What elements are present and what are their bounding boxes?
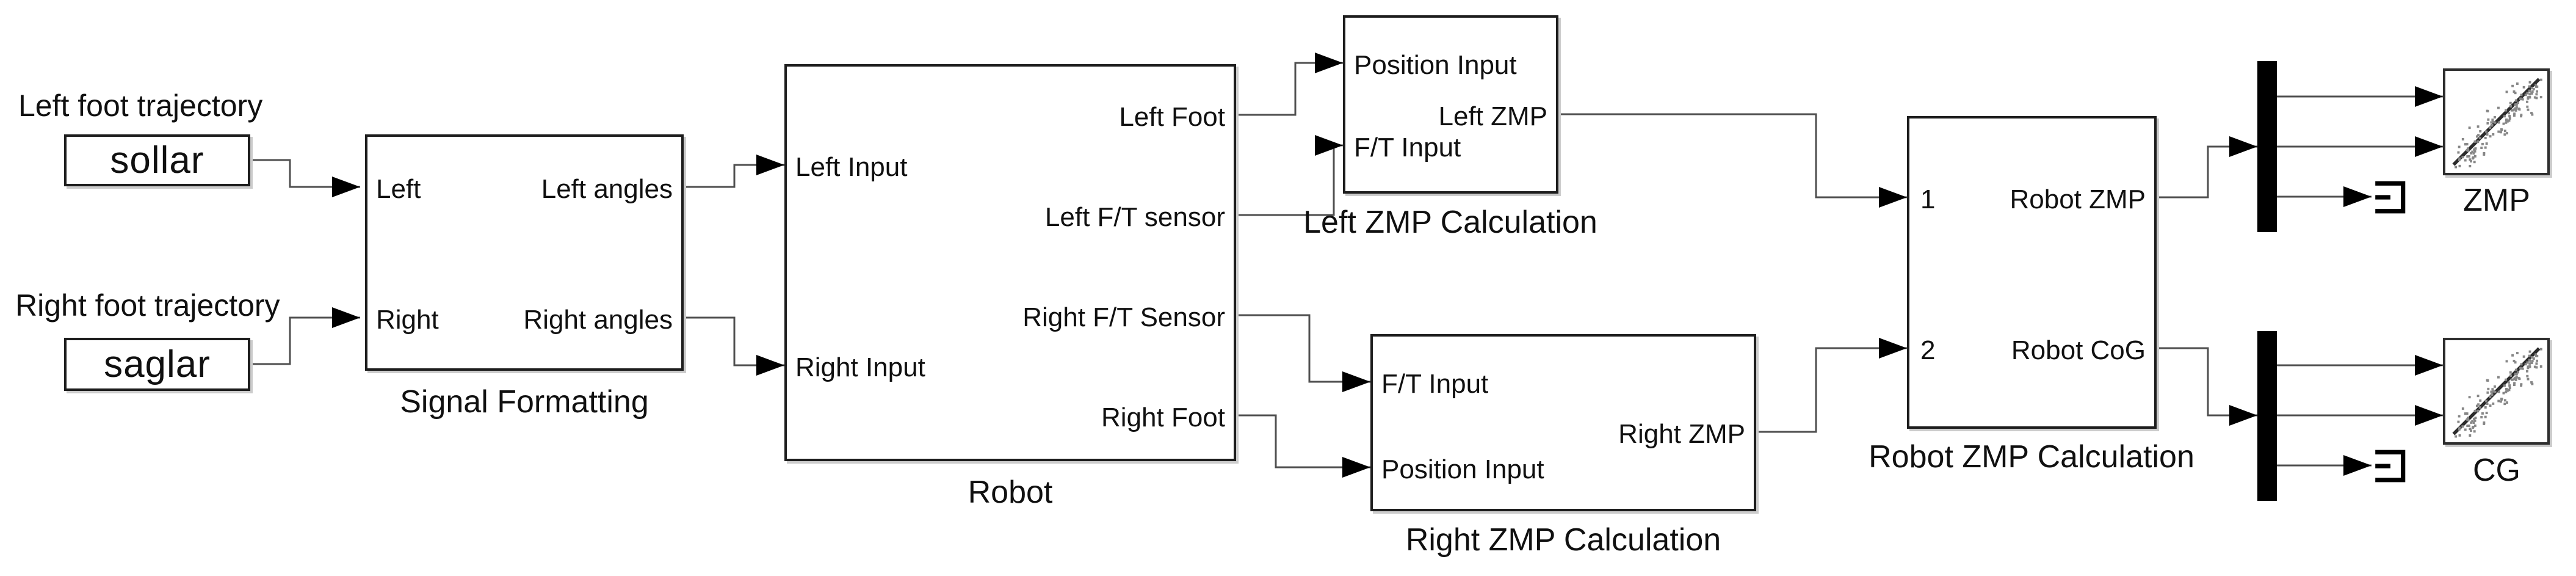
- port-label-left: Left: [376, 174, 421, 204]
- block-name-right-zmp-calculation: Right ZMP Calculation: [1405, 522, 1721, 558]
- arrowhead: [332, 307, 360, 328]
- annotation-left-foot-trajectory: Left foot trajectory: [18, 89, 263, 123]
- block-name-robot: Robot: [968, 475, 1053, 510]
- xy-scope-cg[interactable]: [2443, 338, 2550, 445]
- terminator-icon: [2375, 181, 2406, 214]
- terminator-icon: [2375, 450, 2406, 483]
- wire-sollar-to-signal-formatting[interactable]: [250, 159, 360, 197]
- scatter-plot-icon: [2452, 78, 2542, 169]
- arrowhead: [756, 355, 784, 376]
- block-name-robot-zmp-calculation: Robot ZMP Calculation: [1869, 439, 2194, 475]
- block-name-cg-scope: CG: [2473, 453, 2520, 488]
- terminator-bottom[interactable]: [2372, 447, 2409, 485]
- port-label-position-input: Position Input: [1354, 50, 1517, 80]
- saglar-label: saglar: [104, 343, 211, 385]
- block-name-left-zmp-calculation: Left ZMP Calculation: [1303, 205, 1597, 240]
- block-name-signal-formatting: Signal Formatting: [400, 384, 649, 420]
- wire-right-zmp-to-robot-zmp-calc[interactable]: [1756, 338, 1907, 433]
- port-label-left-ft-sensor: Left F/T sensor: [1044, 202, 1225, 232]
- wire-left-zmp-to-robot-zmp-calc[interactable]: [1558, 113, 1907, 208]
- port-label-robot-cog: Robot CoG: [2011, 335, 2146, 365]
- arrowhead: [2415, 136, 2443, 157]
- arrowhead: [2343, 455, 2372, 476]
- arrowhead: [1315, 53, 1343, 73]
- port-label-robot-zmp: Robot ZMP: [2010, 184, 2146, 214]
- port-label-left-foot: Left Foot: [1119, 102, 1225, 132]
- wire-demux-top-to-zmp-scope-2[interactable]: [2277, 136, 2443, 157]
- port-label-1: 1: [1920, 184, 1936, 214]
- sollar-label: sollar: [110, 139, 204, 181]
- wire-demux-bottom-to-cg-scope-1[interactable]: [2277, 355, 2443, 376]
- arrowhead: [756, 155, 784, 175]
- wire-demux-bottom-to-cg-scope-2[interactable]: [2277, 405, 2443, 426]
- demux-bar-top[interactable]: [2257, 61, 2277, 232]
- port-label-right-zmp: Right ZMP: [1618, 419, 1745, 449]
- subsystem-robot[interactable]: Left Input Right Input Left Foot Left F/…: [784, 64, 1236, 461]
- arrowhead: [1315, 135, 1343, 156]
- wire-right-foot-to-right-zmp[interactable]: [1236, 414, 1370, 478]
- subsystem-signal-formatting[interactable]: Left Right Left angles Right angles: [365, 134, 684, 371]
- port-label-ft-input: F/T Input: [1381, 369, 1489, 399]
- port-label-left-angles: Left angles: [541, 174, 673, 204]
- port-label-ft-input: F/T Input: [1354, 133, 1461, 162]
- subsystem-right-zmp-calculation[interactable]: F/T Input Position Input Right ZMP: [1370, 334, 1756, 511]
- arrowhead: [332, 177, 360, 197]
- wire-demux-bottom-to-terminator[interactable]: [2277, 455, 2372, 476]
- port-label-right-angles: Right angles: [523, 305, 673, 335]
- arrowhead: [1879, 187, 1907, 208]
- arrowhead: [1879, 338, 1907, 359]
- arrowhead: [2343, 186, 2372, 207]
- port-label-position-input: Position Input: [1381, 454, 1544, 484]
- subsystem-robot-zmp-calculation[interactable]: 1 2 Robot ZMP Robot CoG: [1907, 116, 2157, 429]
- arrowhead: [2229, 136, 2257, 157]
- wire-left-ft-to-left-zmp[interactable]: [1236, 135, 1343, 216]
- scatter-plot-icon: [2452, 347, 2542, 438]
- annotation-right-foot-trajectory: Right foot trajectory: [15, 288, 280, 323]
- wire-robot-cog-to-demux-bottom[interactable]: [2157, 347, 2257, 426]
- wire-saglar-to-signal-formatting[interactable]: [250, 307, 360, 365]
- port-label-right-foot: Right Foot: [1101, 403, 1225, 432]
- wire-robot-zmp-to-demux-top[interactable]: [2157, 136, 2257, 199]
- demux-bar-bottom[interactable]: [2257, 331, 2277, 501]
- port-label-right: Right: [376, 305, 439, 335]
- arrowhead: [2415, 405, 2443, 426]
- wire-left-angles-to-robot[interactable]: [684, 155, 784, 188]
- wire-right-ft-to-right-zmp[interactable]: [1236, 314, 1370, 392]
- subsystem-left-zmp-calculation[interactable]: Position Input F/T Input Left ZMP: [1343, 15, 1558, 194]
- block-name-zmp-scope: ZMP: [2463, 183, 2530, 218]
- wire-demux-top-to-zmp-scope-1[interactable]: [2277, 86, 2443, 107]
- xy-scope-zmp[interactable]: [2443, 68, 2550, 175]
- arrowhead: [1342, 457, 1370, 478]
- source-block-sollar[interactable]: sollar: [64, 134, 250, 186]
- port-label-left-input: Left Input: [795, 152, 908, 182]
- port-label-right-ft-sensor: Right F/T Sensor: [1022, 302, 1225, 332]
- wire-demux-top-to-terminator[interactable]: [2277, 186, 2372, 207]
- arrowhead: [2415, 86, 2443, 107]
- source-block-saglar[interactable]: saglar: [64, 338, 250, 391]
- arrowhead: [2415, 355, 2443, 376]
- wire-left-foot-to-left-zmp[interactable]: [1236, 53, 1343, 116]
- wire-right-angles-to-robot[interactable]: [684, 316, 784, 376]
- terminator-top[interactable]: [2372, 178, 2409, 216]
- arrowhead: [2229, 405, 2257, 426]
- port-label-right-input: Right Input: [795, 352, 925, 382]
- arrowhead: [1342, 371, 1370, 392]
- port-label-2: 2: [1920, 335, 1936, 365]
- port-label-left-zmp: Left ZMP: [1438, 101, 1548, 131]
